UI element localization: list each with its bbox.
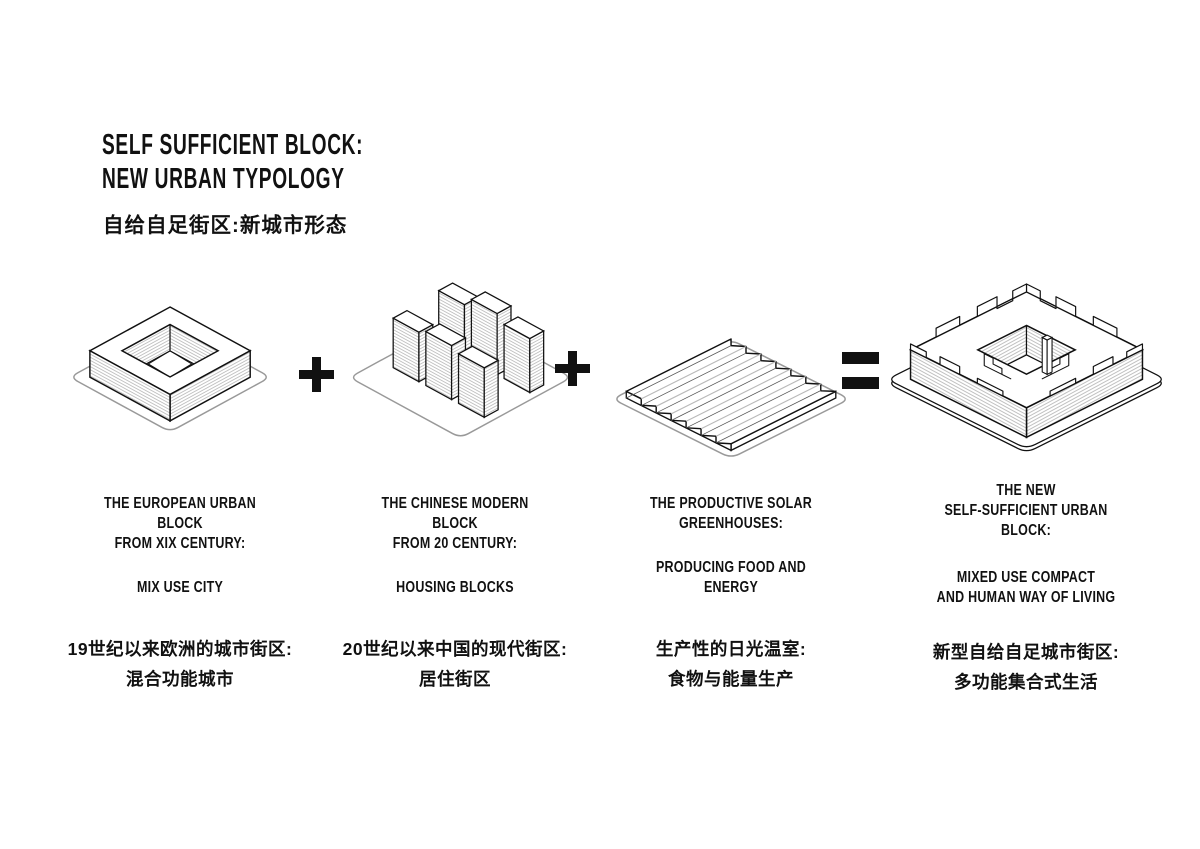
heading-line: FROM 20 CENTURY:: [392, 535, 518, 552]
chinese-line: 居住街区: [419, 669, 491, 689]
stepped-roofscape: [909, 283, 1144, 409]
caption-subheading: HOUSING BLOCKS: [358, 578, 553, 598]
sawtooth-roof-surface: [625, 338, 837, 445]
caption-chinese: 19世纪以来欧洲的城市街区: 混合功能城市: [55, 634, 305, 694]
chinese-line: 多功能集合式生活: [954, 672, 1098, 692]
caption-subheading: PRODUCING FOOD AND ENERGY: [634, 558, 829, 598]
valley-lines: [626, 345, 822, 444]
chinese-line: 生产性的日光温室:: [655, 639, 807, 659]
subheading-line: PRODUCING FOOD AND ENERGY: [655, 559, 807, 596]
diagram-solar-greenhouses: [616, 338, 846, 457]
chinese-line: 食物与能量生产: [668, 669, 794, 689]
caption-chinese: 20世纪以来中国的现代街区: 居住街区: [330, 634, 580, 694]
caption-chinese-modern-block: THE CHINESE MODERN BLOCK FROM 20 CENTURY…: [330, 494, 580, 694]
heading-line: THE CHINESE MODERN BLOCK: [381, 495, 529, 532]
caption-heading: THE PRODUCTIVE SOLAR GREENHOUSES:: [634, 494, 829, 534]
diagram-self-sufficient-block: [891, 283, 1162, 452]
slab-tower: [457, 345, 500, 419]
title-line-1: SELF SUFFICIENT BLOCK:: [102, 129, 364, 161]
diagram-european-block: [73, 306, 267, 431]
heading-line: THE NEW: [996, 482, 1056, 499]
caption-subheading: MIX USE CITY: [83, 578, 278, 598]
title-line-2: NEW URBAN TYPOLOGY: [102, 163, 345, 195]
chinese-line: 新型自给自足城市街区:: [932, 642, 1120, 662]
heading-line: FROM XIX CENTURY:: [114, 535, 246, 552]
subheading-line: MIX USE CITY: [136, 579, 224, 596]
subheading-line: MIXED USE COMPACT: [956, 569, 1096, 586]
chinese-line: 混合功能城市: [126, 669, 234, 689]
subheading-line: AND HUMAN WAY OF LIVING: [936, 589, 1116, 606]
chinese-line: 19世纪以来欧洲的城市街区:: [67, 639, 293, 659]
courtyard-tower: [1041, 334, 1054, 376]
caption-heading: THE CHINESE MODERN BLOCK FROM 20 CENTURY…: [358, 494, 553, 554]
caption-subheading: MIXED USE COMPACT AND HUMAN WAY OF LIVIN…: [925, 568, 1128, 608]
equals-icon: [842, 352, 879, 389]
caption-self-sufficient-block: THE NEW SELF-SUFFICIENT URBAN BLOCK: MIX…: [896, 481, 1156, 697]
heading-line: THE PRODUCTIVE SOLAR: [649, 495, 813, 512]
plus-icon: [555, 351, 590, 386]
caption-chinese: 生产性的日光温室: 食物与能量生产: [606, 634, 856, 694]
ridge-lines: [640, 345, 822, 437]
caption-solar-greenhouses: THE PRODUCTIVE SOLAR GREENHOUSES: PRODUC…: [606, 494, 856, 694]
heading-line: SELF-SUFFICIENT URBAN BLOCK:: [944, 502, 1108, 539]
heading-line: THE EUROPEAN URBAN BLOCK: [104, 495, 256, 532]
caption-heading: THE EUROPEAN URBAN BLOCK FROM XIX CENTUR…: [83, 494, 278, 554]
outer-sw-facade: [89, 349, 171, 423]
page-title: SELF SUFFICIENT BLOCK: NEW URBAN TYPOLOG…: [102, 128, 498, 196]
caption-heading: THE NEW SELF-SUFFICIENT URBAN BLOCK:: [925, 481, 1128, 541]
diagram-chinese-modern-block: [352, 282, 569, 437]
subheading-line: HOUSING BLOCKS: [396, 579, 514, 596]
page-subtitle-chinese: 自给自足街区:新城市形态: [103, 214, 348, 237]
caption-european-block: THE EUROPEAN URBAN BLOCK FROM XIX CENTUR…: [55, 494, 305, 694]
courtyard-stairs: [983, 353, 1070, 380]
heading-line: GREENHOUSES:: [678, 515, 784, 532]
slab-tower: [502, 316, 545, 394]
chinese-line: 20世纪以来中国的现代街区:: [342, 639, 568, 659]
caption-chinese: 新型自给自足城市街区: 多功能集合式生活: [896, 637, 1156, 697]
plus-icon: [299, 357, 334, 392]
